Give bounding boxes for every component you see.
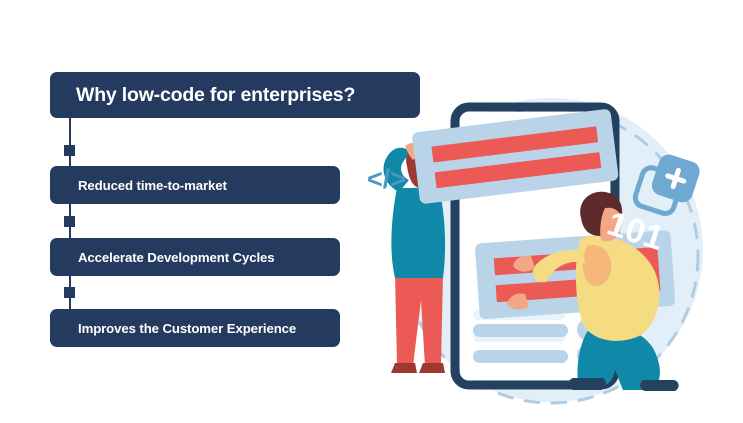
- woman-trousers: [395, 273, 443, 366]
- man-shoe-front: [568, 378, 606, 390]
- connector-node-2: [64, 216, 75, 227]
- woman-shoe-left: [391, 363, 417, 373]
- flowchart: Why low-code for enterprises? Reduced ti…: [50, 72, 420, 347]
- man-hand-upper: [513, 255, 535, 272]
- flowchart-item-label: Improves the Customer Experience: [78, 320, 297, 336]
- floating-card-top: [412, 109, 619, 204]
- card-top-bar-1: [431, 126, 599, 163]
- flowchart-item-improves-customer-experience[interactable]: Improves the Customer Experience: [50, 309, 340, 347]
- plus-badge-icon: [632, 154, 700, 216]
- plus-icon-horizontal: [665, 173, 687, 184]
- card-top-bar-2: [434, 152, 602, 189]
- man-face: [600, 207, 622, 242]
- man-hand-lower: [507, 293, 529, 310]
- flowchart-connector-line: [69, 117, 71, 339]
- connector-node-1: [64, 145, 75, 156]
- man-arm-reaching: [532, 249, 585, 283]
- character-right-man: [507, 191, 679, 391]
- flowchart-item-label: Reduced time-to-market: [78, 177, 227, 193]
- man-leg-front: [577, 328, 616, 388]
- man-inner-arm: [582, 244, 612, 286]
- woman-arm-left: [383, 147, 410, 192]
- man-shoe-back: [640, 380, 679, 391]
- man-leg-back: [605, 328, 660, 390]
- woman-shoe-right: [419, 363, 445, 373]
- flowchart-item-accelerate-development-cycles[interactable]: Accelerate Development Cycles: [50, 238, 340, 276]
- code-icon: </>: [367, 164, 406, 194]
- screen-list-bar-1: [473, 324, 568, 337]
- woman-torso: [391, 188, 446, 278]
- flowchart-item-reduced-time-to-market[interactable]: Reduced time-to-market: [50, 166, 340, 204]
- flowchart-title-box: Why low-code for enterprises?: [50, 72, 420, 118]
- screen-list-bar-2: [473, 350, 568, 363]
- connector-node-3: [64, 287, 75, 298]
- flowchart-item-label: Accelerate Development Cycles: [78, 249, 275, 265]
- page-title: Why low-code for enterprises?: [76, 83, 356, 106]
- illustration: </> 101: [355, 88, 743, 423]
